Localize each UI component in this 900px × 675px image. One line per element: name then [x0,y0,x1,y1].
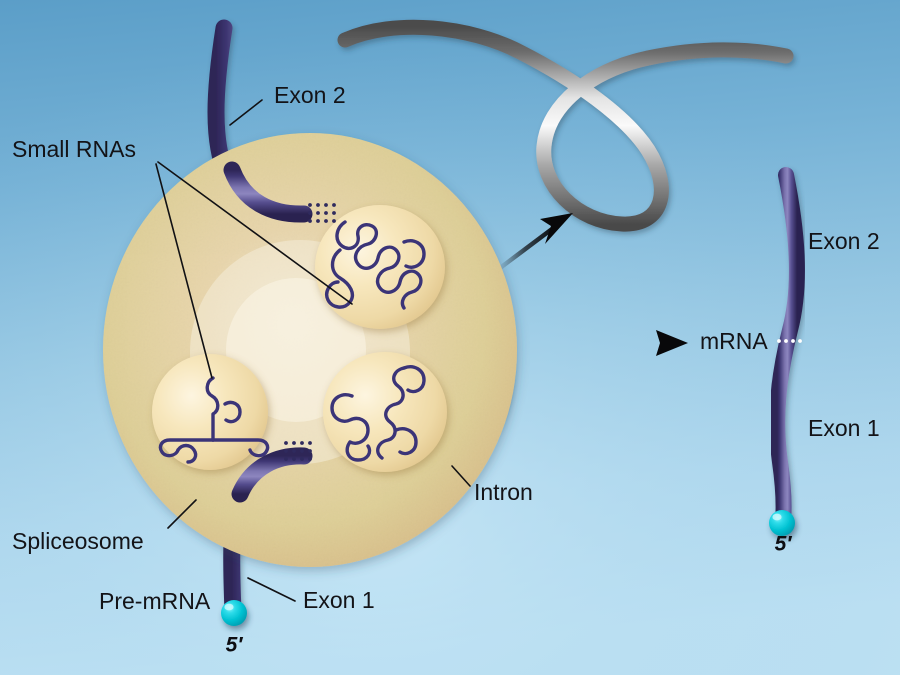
exon1-junction-segment [231,447,313,503]
label-exon1-mrna: Exon 1 [808,415,880,441]
leader-exon2-premrna [229,99,263,126]
mrna-splice-junction-dots [777,339,802,343]
snrnp-bottom-right [323,352,447,472]
snrnp-top-right [315,205,445,329]
label-pre-mrna: Pre-mRNA [99,588,211,614]
base-pair-dots-bottom [284,441,312,461]
mature-mrna-strand [769,167,805,530]
pre-mrna-five-prime-cap [221,600,247,626]
leader-small-rnas-to-left-lobe [155,163,213,379]
label-exon2-premrna: Exon 2 [274,82,346,108]
label-exon1-premrna: Exon 1 [303,587,375,613]
label-five-prime-mrna: 5′ [775,533,793,556]
label-mrna: mRNA [700,328,768,354]
label-spliceosome: Spliceosome [12,528,144,554]
small-rna-strand-bottom-left [158,376,270,464]
label-intron: Intron [474,479,533,505]
mrna-five-prime-cap [769,510,795,536]
arrow-to-mrna [548,330,688,356]
snrnp-bottom-left [152,354,270,470]
released-intron-lariat [337,19,794,232]
leader-spliceosome [167,499,197,529]
arrow-to-released-intron [497,213,573,271]
label-small-rnas: Small RNAs [12,136,136,162]
labels: Exon 2 Small RNAs Spliceosome Pre-mRNA E… [12,82,880,656]
small-rna-strand-bottom-right [330,365,426,462]
leader-intron [451,465,471,487]
base-pair-dots-top [308,203,336,223]
label-exon2-mrna: Exon 2 [808,228,880,254]
leader-small-rnas-to-top-lobe [157,161,353,305]
leader-lines [155,99,471,602]
exon2-junction-segment [223,161,313,223]
label-five-prime-premrna: 5′ [226,634,244,657]
leader-exon1-premrna [247,577,296,602]
